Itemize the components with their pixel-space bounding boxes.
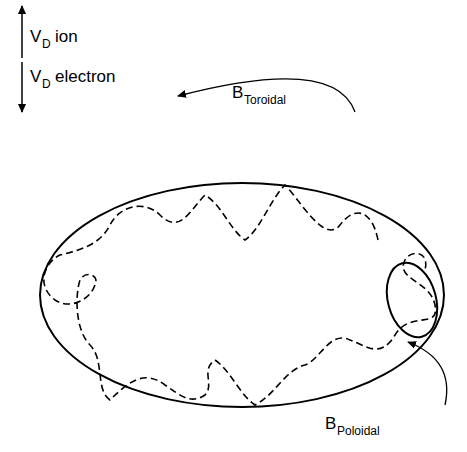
subscript: Toroidal bbox=[244, 94, 286, 106]
field-symbol: B bbox=[232, 84, 243, 101]
toroidal-field-arrow bbox=[178, 79, 355, 112]
electron-drift-arrow bbox=[21, 62, 23, 112]
subscript: D bbox=[42, 78, 51, 90]
drift-label: electron bbox=[55, 68, 115, 85]
poloidal-field-arrow bbox=[408, 342, 447, 405]
drift-symbol: V bbox=[30, 68, 41, 85]
drift-symbol: V bbox=[30, 28, 41, 45]
poloidal-loop bbox=[379, 257, 445, 343]
subscript: D bbox=[42, 38, 51, 50]
field-symbol: B bbox=[325, 415, 336, 432]
ion-drift-arrow bbox=[21, 6, 23, 58]
subscript: Poloidal bbox=[337, 425, 380, 437]
particle-trajectory bbox=[44, 185, 436, 405]
torus-outline bbox=[40, 183, 444, 407]
drift-label: ion bbox=[55, 28, 78, 45]
